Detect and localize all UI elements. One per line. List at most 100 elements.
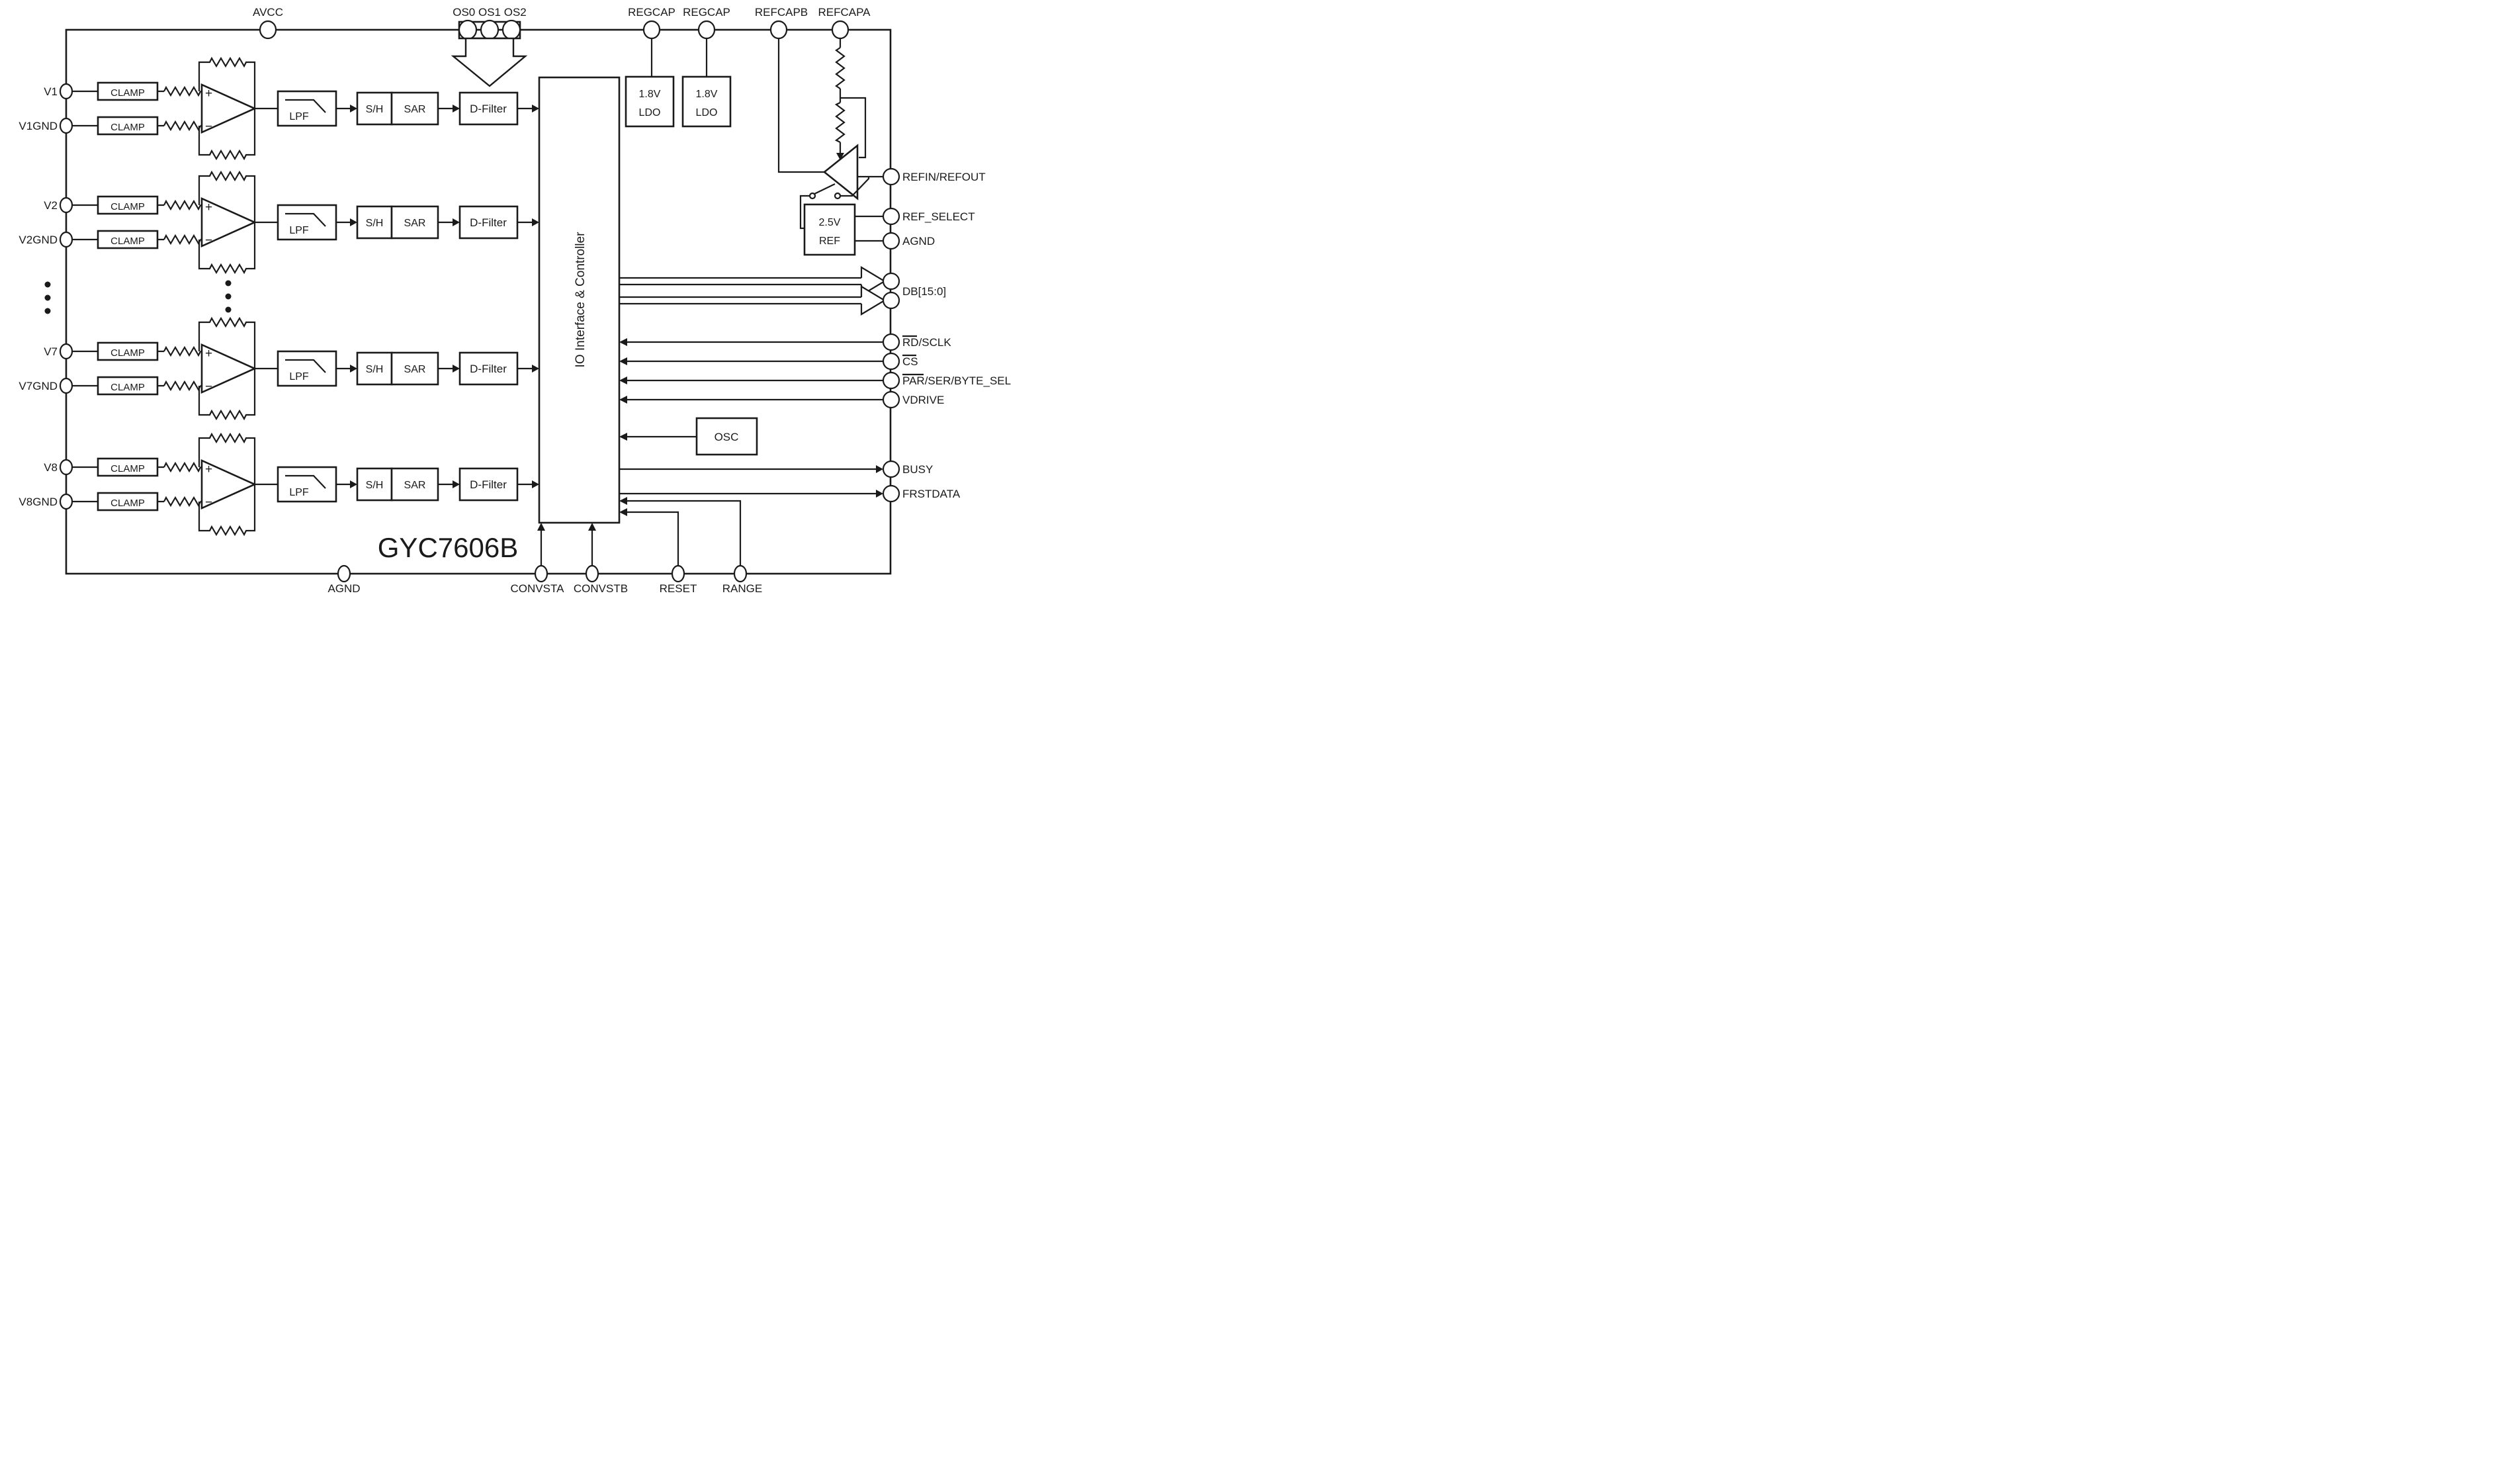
- db-bus2-open-arrow: [860, 285, 887, 316]
- rd-overlined: RD: [902, 336, 919, 349]
- refcapb-wire: [777, 38, 824, 173]
- arrowhead-left: [619, 433, 627, 441]
- ldo-section: 1.8V LDO 1.8V LDO: [625, 38, 732, 128]
- pin-label-convsta: CONVSTA: [511, 582, 565, 595]
- arrowhead-up: [588, 523, 596, 531]
- regcap-wires: [650, 38, 708, 77]
- feedback-resistor-top: [198, 432, 256, 484]
- pin-refin-refout: [882, 167, 900, 186]
- clamp-label: CLAMP: [110, 122, 145, 133]
- dfilter-label: D-Filter: [470, 103, 507, 115]
- clamp-label: CLAMP: [110, 463, 145, 474]
- sh-box: [356, 351, 393, 386]
- channel-8: CLAMP CLAMP + − LPF S/H SAR D-Filter V8 …: [19, 432, 539, 537]
- arrowhead-down: [836, 153, 844, 160]
- pin-v-neg: [59, 117, 73, 134]
- pin-avcc: [259, 20, 277, 40]
- arrowhead: [532, 480, 539, 488]
- pga-amp: [200, 459, 257, 510]
- arrowhead: [453, 480, 460, 488]
- cs-overlined: CS: [902, 355, 918, 368]
- dfilter-box: [458, 205, 519, 240]
- clamp-box-neg: [97, 492, 159, 511]
- pin-label-par-ser: PAR/SER/BYTE_SEL: [902, 375, 1011, 387]
- pin-os0: [458, 19, 478, 40]
- reference-section: 2.5V REF: [777, 38, 883, 256]
- pin-label-regcap2: REGCAP: [683, 6, 730, 19]
- pin-v-pos: [59, 343, 73, 360]
- pga-amp: [200, 83, 257, 134]
- dfilter-label: D-Filter: [470, 216, 507, 229]
- arrowhead: [350, 105, 357, 112]
- switch-to-refbox-wire: [799, 195, 810, 230]
- pin-db-lower: [882, 291, 900, 310]
- sh-box: [356, 467, 393, 502]
- pin-db-upper: [882, 272, 900, 290]
- clamp-box-neg: [97, 116, 159, 136]
- feedback-resistor-bottom: [198, 222, 256, 275]
- arrowhead: [453, 218, 460, 226]
- amp-minus-sign: −: [205, 234, 212, 247]
- arrowhead: [350, 218, 357, 226]
- amp-minus-sign: −: [205, 120, 212, 134]
- pin-label-frstdata: FRSTDATA: [902, 488, 961, 500]
- dfilter-box: [458, 91, 519, 126]
- arrowhead: [350, 365, 357, 373]
- pin-label: V7GND: [19, 380, 58, 392]
- dfilter-label: D-Filter: [470, 478, 507, 491]
- input-resistor-pos: [163, 199, 201, 211]
- pin-label: V2: [44, 199, 58, 212]
- pin-os2: [501, 19, 521, 40]
- clamp-box-pos: [97, 81, 159, 101]
- pin-label: V8GND: [19, 496, 58, 508]
- channel-7: CLAMP CLAMP + − LPF S/H SAR D-Filter V7 …: [19, 316, 539, 421]
- ldo1-label-line1: 1.8V: [639, 89, 661, 100]
- pga-amp: [200, 343, 257, 394]
- amp-plus-sign: +: [205, 200, 212, 214]
- amp-minus-sign: −: [205, 380, 212, 394]
- arrowhead: [532, 365, 539, 373]
- pin-cs: [882, 352, 900, 371]
- sar-label: SAR: [404, 364, 426, 375]
- dot: [225, 306, 232, 313]
- sh-label: S/H: [366, 480, 384, 491]
- pin-refcapa: [831, 20, 849, 40]
- bus-and-control-wires: [537, 266, 887, 566]
- pin-frstdata: [882, 484, 900, 503]
- ref-resistor-2: [834, 102, 846, 143]
- db-bus1-lines: [619, 277, 861, 286]
- pin-agnd-right: [882, 232, 900, 250]
- ref-label-line2: REF: [819, 236, 840, 247]
- pin-label-range: RANGE: [722, 582, 762, 595]
- pin-convstb: [585, 564, 599, 583]
- lpf-symbol: [285, 212, 326, 227]
- clamp-label: CLAMP: [110, 236, 145, 247]
- clamp-label: CLAMP: [110, 347, 145, 359]
- sh-label: S/H: [366, 218, 384, 229]
- pin-label-db: DB[15:0]: [902, 285, 946, 298]
- part-number-title: GYC7606B: [378, 532, 518, 563]
- pin-label: V2GND: [19, 234, 58, 246]
- input-resistor-pos: [163, 85, 201, 97]
- ref-2v5-box: [803, 203, 856, 256]
- clamp-label: CLAMP: [110, 498, 145, 509]
- pin-vdrive: [882, 390, 900, 409]
- feedback-resistor-bottom: [198, 484, 256, 537]
- pin-v-neg: [59, 377, 73, 394]
- dot: [225, 280, 232, 287]
- pin-v-pos: [59, 459, 73, 476]
- block-diagram-page: CLAMP CLAMP + − LPF S/H SAR D-Filter V1 …: [0, 0, 1037, 601]
- pin-busy: [882, 460, 900, 478]
- par-overlined: PAR: [902, 375, 925, 387]
- pin-label-rd-sclk: RD/SCLK: [902, 336, 951, 349]
- arrowhead-left: [619, 376, 627, 384]
- arrowhead: [350, 480, 357, 488]
- pin-refcapb: [769, 20, 788, 40]
- pin-label-refcapa: REFCAPA: [818, 6, 871, 19]
- pin-regcap2: [697, 20, 716, 40]
- pin-label: V8: [44, 461, 58, 474]
- pin-label-regcap1: REGCAP: [628, 6, 675, 19]
- io-interface-label: IO Interface & Controller: [574, 232, 587, 368]
- ldo1-box: [625, 75, 675, 128]
- io-interface-box: [538, 76, 621, 524]
